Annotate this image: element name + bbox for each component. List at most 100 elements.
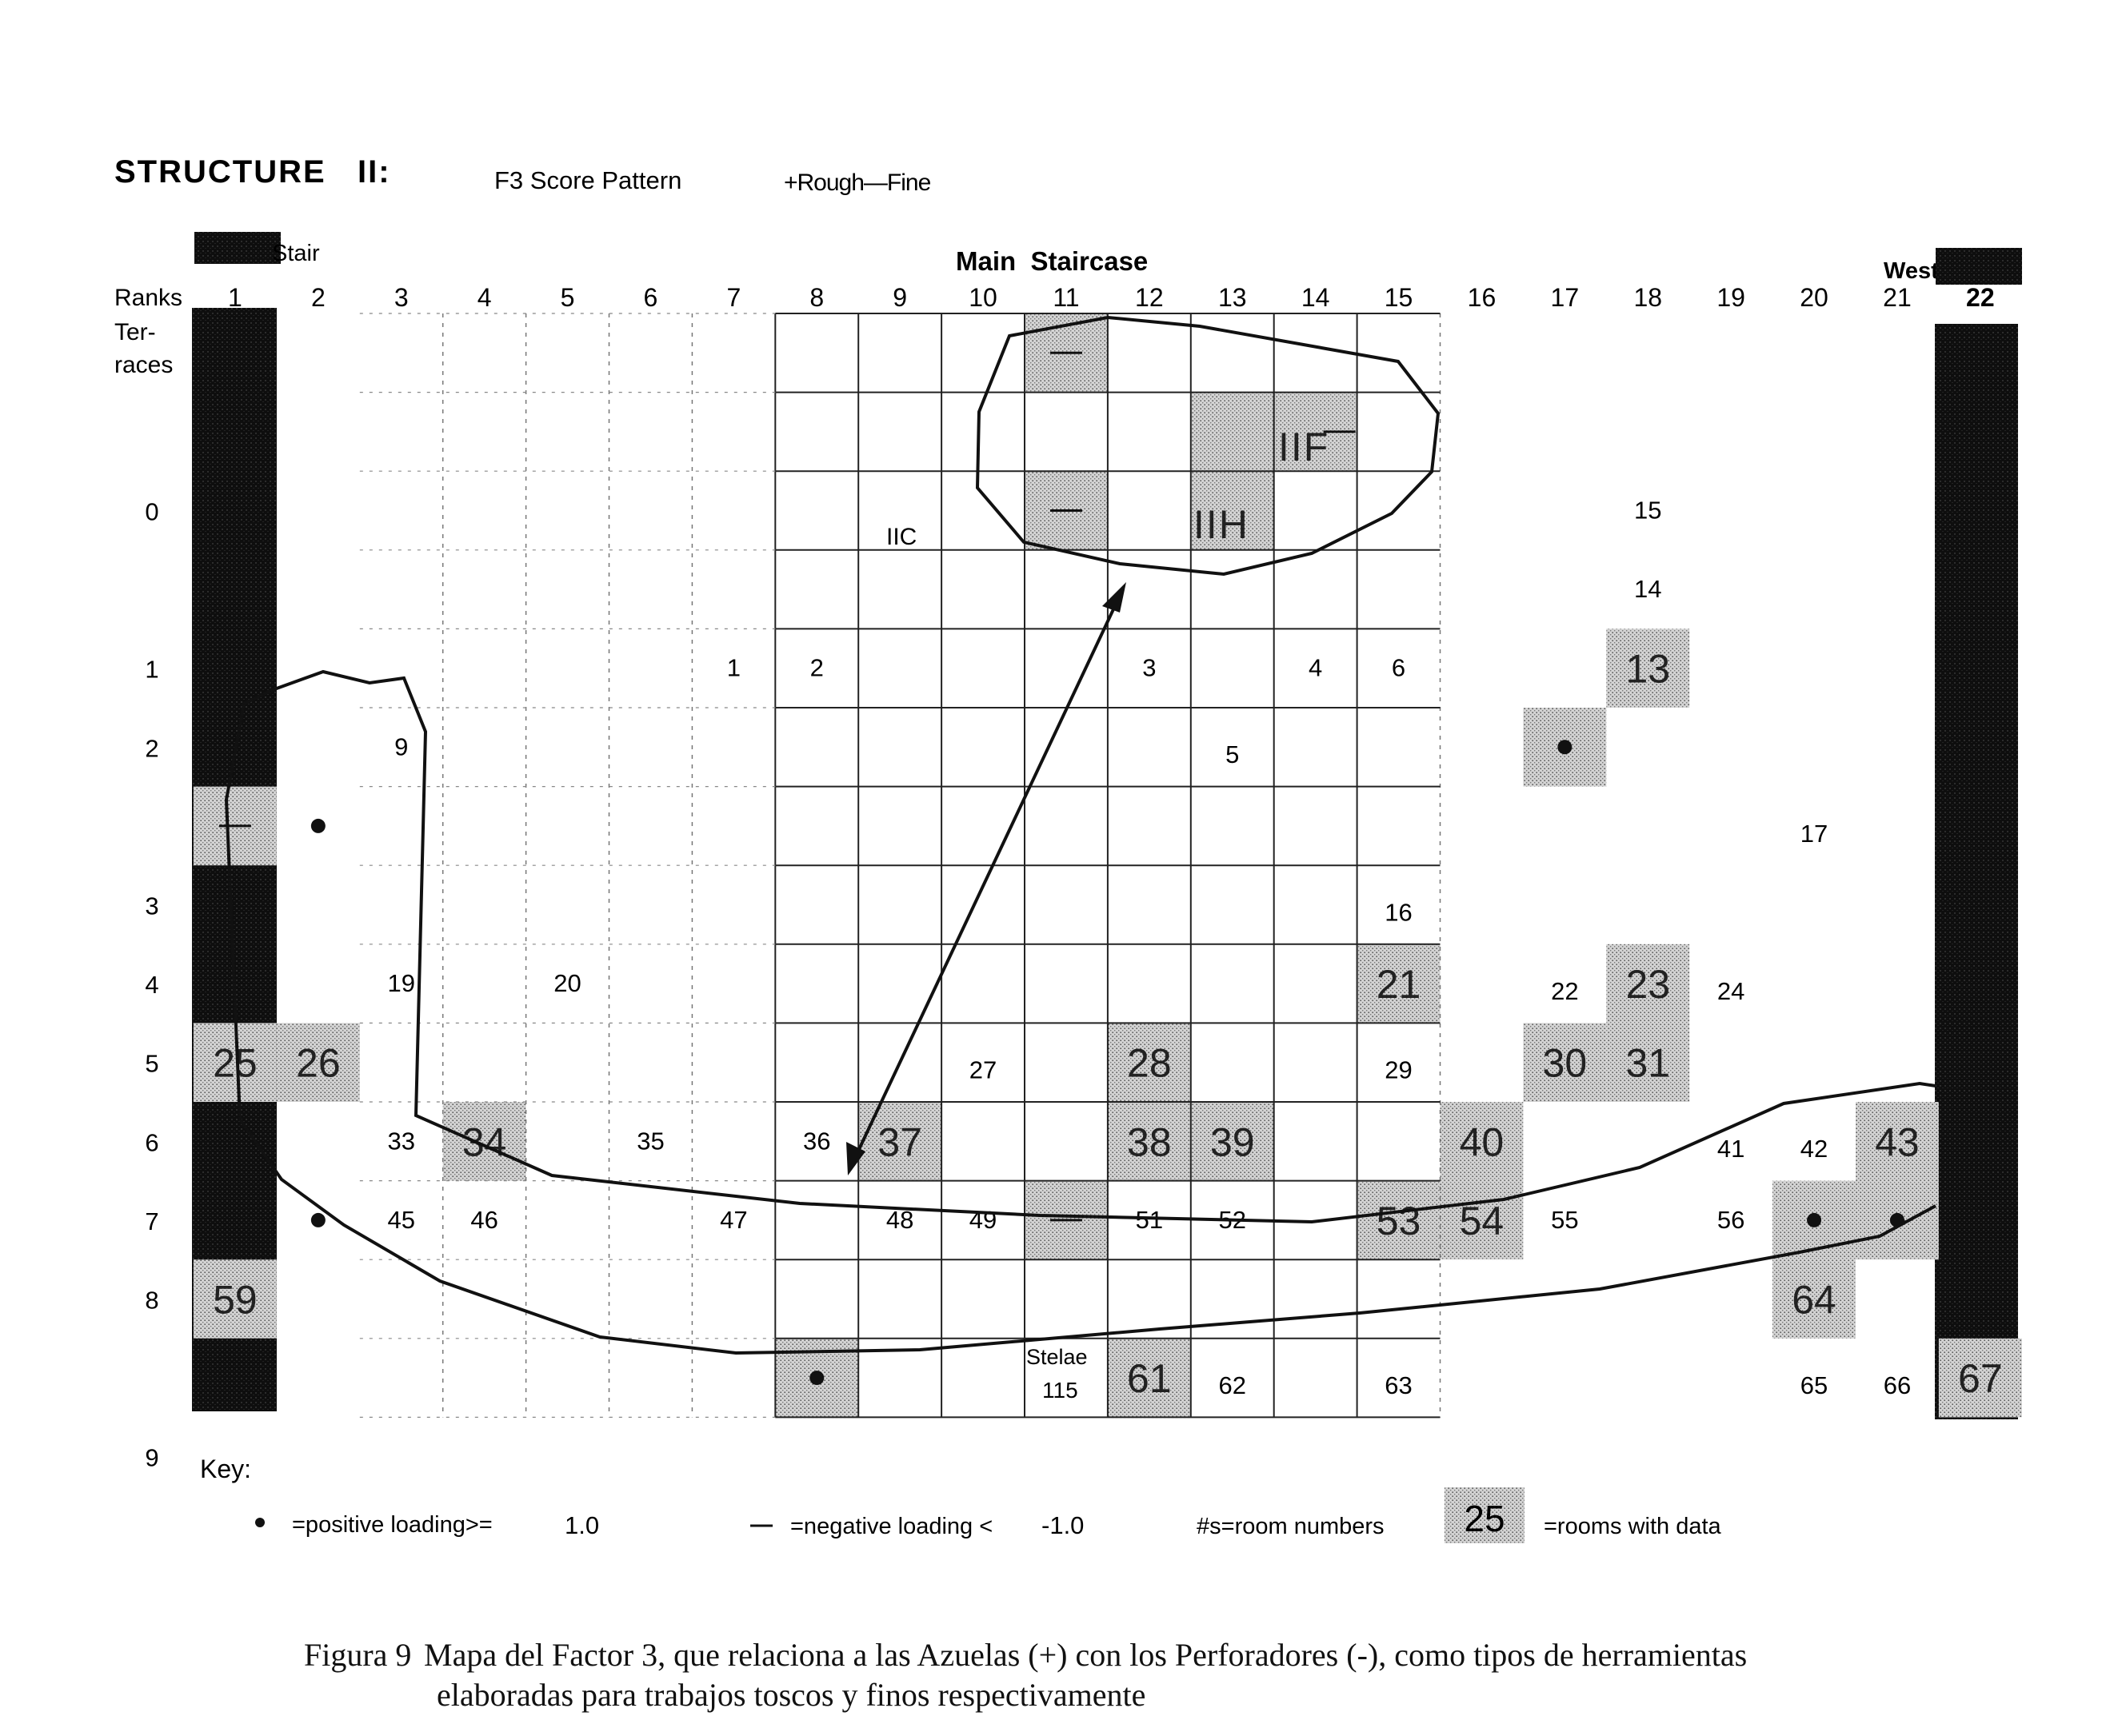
room-cell-shade <box>1606 1023 1690 1102</box>
room-number: 29 <box>1385 1056 1412 1084</box>
room-number-data: 40 <box>1460 1119 1505 1164</box>
room-number: 41 <box>1717 1135 1744 1163</box>
rank-label: 11 <box>1053 283 1079 312</box>
room-number-data: 38 <box>1127 1119 1172 1164</box>
positive-dot <box>809 1371 825 1386</box>
room-number: 4 <box>1309 654 1322 682</box>
room-cell-shade <box>276 1023 360 1102</box>
lower-band-outline <box>224 688 1936 1355</box>
west-stair-block <box>1936 248 2022 285</box>
arrow-head-top <box>1102 582 1126 613</box>
room-number: 55 <box>1551 1206 1578 1234</box>
region-iif: IIF <box>1278 425 1329 469</box>
key-title: Key: <box>200 1455 251 1483</box>
key-negative-label: =negative loading < <box>790 1514 993 1539</box>
room-number: 45 <box>388 1206 415 1234</box>
room-number: 6 <box>1392 654 1405 682</box>
room-number-data: 30 <box>1543 1041 1588 1086</box>
room-number: 33 <box>388 1127 415 1155</box>
room-number: 14 <box>1634 575 1661 603</box>
positive-dot <box>1807 1212 1822 1227</box>
rank-label: 21 <box>1883 283 1912 312</box>
region-iic: IIC <box>886 524 917 550</box>
room-number-data: 34 <box>462 1119 507 1164</box>
room-number-data: 21 <box>1377 962 1421 1007</box>
room-cell-shade <box>858 1102 942 1181</box>
key-positive-label: =positive loading>= <box>292 1512 493 1538</box>
negative-marks <box>218 351 1356 1222</box>
key-rooms-with-data: =rooms with data <box>1544 1514 1722 1539</box>
terrace-label: 6 <box>145 1128 158 1156</box>
room-number: 27 <box>969 1056 997 1084</box>
room-cell-shade <box>194 1259 277 1339</box>
room-number: 24 <box>1717 977 1744 1005</box>
room-number-data: 53 <box>1377 1199 1421 1243</box>
room-number: 9 <box>394 732 408 760</box>
rank-label: 8 <box>809 283 824 312</box>
rank-label: 15 <box>1385 283 1413 312</box>
terrace-label: 1 <box>145 656 158 684</box>
rank-label: 9 <box>893 283 907 312</box>
positive-dots <box>310 740 1904 1386</box>
room-number-data: 25 <box>213 1041 258 1086</box>
room-number-data: 43 <box>1875 1119 1920 1164</box>
room-number-data: 61 <box>1127 1356 1172 1401</box>
room-cell-shade <box>1440 1180 1524 1260</box>
room-number-data: 28 <box>1127 1041 1172 1086</box>
key-positive-dot <box>255 1518 265 1527</box>
stelae-number: 115 <box>1042 1378 1078 1403</box>
room-number: 5 <box>1225 740 1239 768</box>
room-number: 15 <box>1634 497 1661 525</box>
terraces-label-2: races <box>114 352 173 378</box>
room-number: 46 <box>470 1206 498 1234</box>
terrace-label: 2 <box>145 734 158 762</box>
room-cell-shade <box>1357 1180 1441 1260</box>
room-number-data: 54 <box>1460 1199 1505 1243</box>
terrace-label: 4 <box>145 971 158 999</box>
room-number: 36 <box>803 1127 830 1155</box>
rank-label: 4 <box>478 283 492 312</box>
room-number: 63 <box>1385 1371 1412 1399</box>
east-stair-label: Stair <box>272 241 320 266</box>
terrace-label: 5 <box>145 1050 158 1078</box>
room-number: 2 <box>810 654 824 682</box>
room-cell-shade <box>1107 1102 1191 1181</box>
room-cell-shade <box>1772 1259 1856 1339</box>
room-number-data: 37 <box>877 1119 922 1164</box>
rank-label: 7 <box>726 283 741 312</box>
room-number: 20 <box>553 969 581 997</box>
room-number-data: 26 <box>296 1041 341 1086</box>
room-number-data: 23 <box>1625 962 1670 1007</box>
room-number-data: 39 <box>1210 1119 1255 1164</box>
rank-label: 19 <box>1716 283 1745 312</box>
west-label: West <box>1884 258 1939 284</box>
caption-line-2: elaboradas para trabajos toscos y finos … <box>437 1677 1146 1713</box>
room-cell-shade <box>1606 629 1690 708</box>
room-number: 1 <box>727 654 741 682</box>
west-cluster-outline <box>274 669 1936 1224</box>
region-iih: IIH <box>1193 502 1249 547</box>
room-cell-shade <box>442 1102 526 1181</box>
rank-label: 14 <box>1301 283 1330 312</box>
terrace-label: 9 <box>145 1444 158 1472</box>
positive-dot <box>310 1212 326 1227</box>
upper-cluster-outline <box>975 315 1441 577</box>
room-number: 65 <box>1800 1371 1828 1399</box>
rank-label: 5 <box>561 283 575 312</box>
room-cell-shade <box>1938 1338 2022 1418</box>
room-cell-shade <box>1190 1102 1274 1181</box>
data-cell-shade <box>1190 392 1274 472</box>
terraces-label-1: Ter- <box>114 319 156 345</box>
room-number: 17 <box>1800 820 1828 848</box>
room-number: 42 <box>1800 1135 1828 1163</box>
positive-dot <box>1557 740 1573 755</box>
ranks-label: Ranks <box>114 285 182 311</box>
key-negative-value: -1.0 <box>1041 1511 1084 1539</box>
rank-label: 17 <box>1551 283 1580 312</box>
room-number-data: 59 <box>213 1278 258 1323</box>
room-cell-shade <box>1856 1102 1939 1181</box>
